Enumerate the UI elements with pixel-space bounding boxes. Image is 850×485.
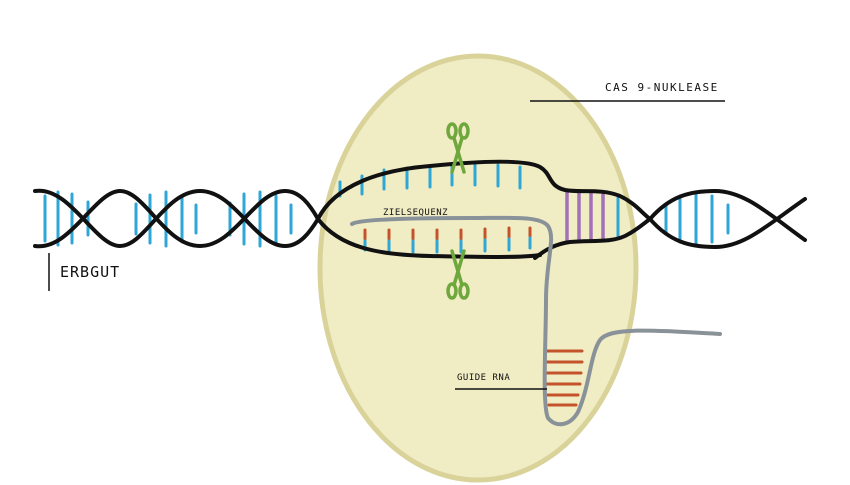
- callout-lines: [48, 100, 725, 390]
- pam-base-pairs: [565, 190, 605, 243]
- cas9-nuclease-label: CAS 9-NUKLEASE: [605, 81, 719, 94]
- dna-opened-region: [316, 159, 807, 260]
- erbgut-label: ERBGUT: [60, 263, 121, 281]
- scissors-icon: [446, 249, 470, 300]
- dna-helix-left: [33, 188, 320, 249]
- cas9-body: [317, 53, 639, 483]
- guide-rna: [350, 215, 722, 427]
- dna-base-pairs-right: [616, 190, 730, 248]
- target-sequence-label: ZIELSEQUENZ: [383, 208, 449, 218]
- scissors-icon: [446, 122, 470, 174]
- target-sequence-bases: [363, 226, 532, 254]
- guide-rna-label: GUIDE RNA: [457, 373, 511, 383]
